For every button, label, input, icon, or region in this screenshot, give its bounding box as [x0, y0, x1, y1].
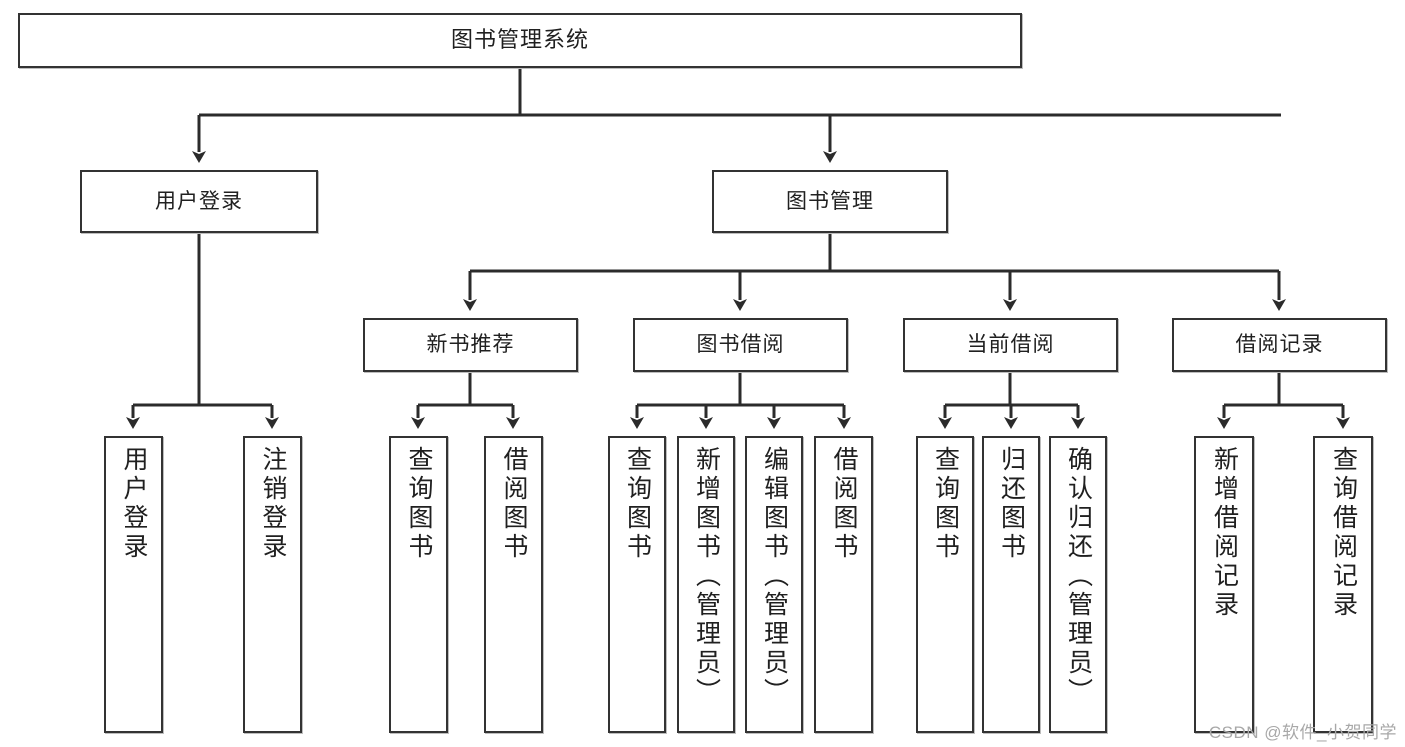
node-label: 用户登录	[120, 446, 148, 562]
leaf-borrow-books[interactable]: 借阅图书	[814, 436, 873, 733]
leaf-logout[interactable]: 注销登录	[243, 436, 302, 733]
node-label: 图书管理	[786, 189, 874, 213]
leaf-add-book-admin[interactable]: 新增图书（管理员）	[677, 436, 735, 733]
node-label: 借阅图书	[830, 446, 858, 562]
node-borrow-records[interactable]: 借阅记录	[1172, 318, 1387, 372]
node-label: 图书管理系统	[450, 27, 589, 53]
leaf-return-books[interactable]: 归还图书	[982, 436, 1040, 733]
node-label: 图书借阅	[696, 333, 785, 357]
node-label: 确认归还（管理员）	[1064, 446, 1093, 707]
node-book-borrow[interactable]: 图书借阅	[633, 318, 848, 372]
node-current-borrow[interactable]: 当前借阅	[903, 318, 1118, 372]
node-user-login[interactable]: 用户登录	[80, 170, 318, 233]
leaf-query-books-recommend[interactable]: 查询图书	[389, 436, 448, 733]
node-label: 借阅图书	[500, 446, 528, 562]
node-label: 归还图书	[997, 446, 1026, 562]
node-label: 查询图书	[931, 446, 960, 562]
node-new-book-recommend[interactable]: 新书推荐	[363, 318, 578, 372]
leaf-query-books-borrow[interactable]: 查询图书	[608, 436, 666, 733]
node-label: 新增借阅记录	[1210, 446, 1239, 620]
leaf-add-borrow-record[interactable]: 新增借阅记录	[1194, 436, 1254, 733]
node-label: 查询借阅记录	[1329, 446, 1358, 620]
node-label: 注销登录	[259, 446, 287, 562]
leaf-user-login[interactable]: 用户登录	[104, 436, 163, 733]
node-label: 用户登录	[155, 189, 243, 213]
node-book-management[interactable]: 图书管理	[712, 170, 948, 233]
node-label: 借阅记录	[1235, 333, 1324, 357]
node-label: 当前借阅	[966, 333, 1055, 357]
node-label: 新增图书（管理员）	[692, 446, 721, 707]
node-label: 新书推荐	[426, 333, 515, 357]
csdn-watermark: CSDN @软件_小贺同学	[1208, 723, 1397, 742]
leaf-query-borrow-record[interactable]: 查询借阅记录	[1313, 436, 1373, 733]
leaf-borrow-books-recommend[interactable]: 借阅图书	[484, 436, 543, 733]
node-label: 编辑图书（管理员）	[760, 446, 789, 707]
leaf-edit-book-admin[interactable]: 编辑图书（管理员）	[745, 436, 803, 733]
leaf-confirm-return-admin[interactable]: 确认归还（管理员）	[1049, 436, 1107, 733]
node-root-system[interactable]: 图书管理系统	[18, 13, 1022, 68]
node-label: 查询图书	[623, 446, 652, 562]
node-label: 查询图书	[405, 446, 433, 562]
leaf-query-books-current[interactable]: 查询图书	[916, 436, 974, 733]
